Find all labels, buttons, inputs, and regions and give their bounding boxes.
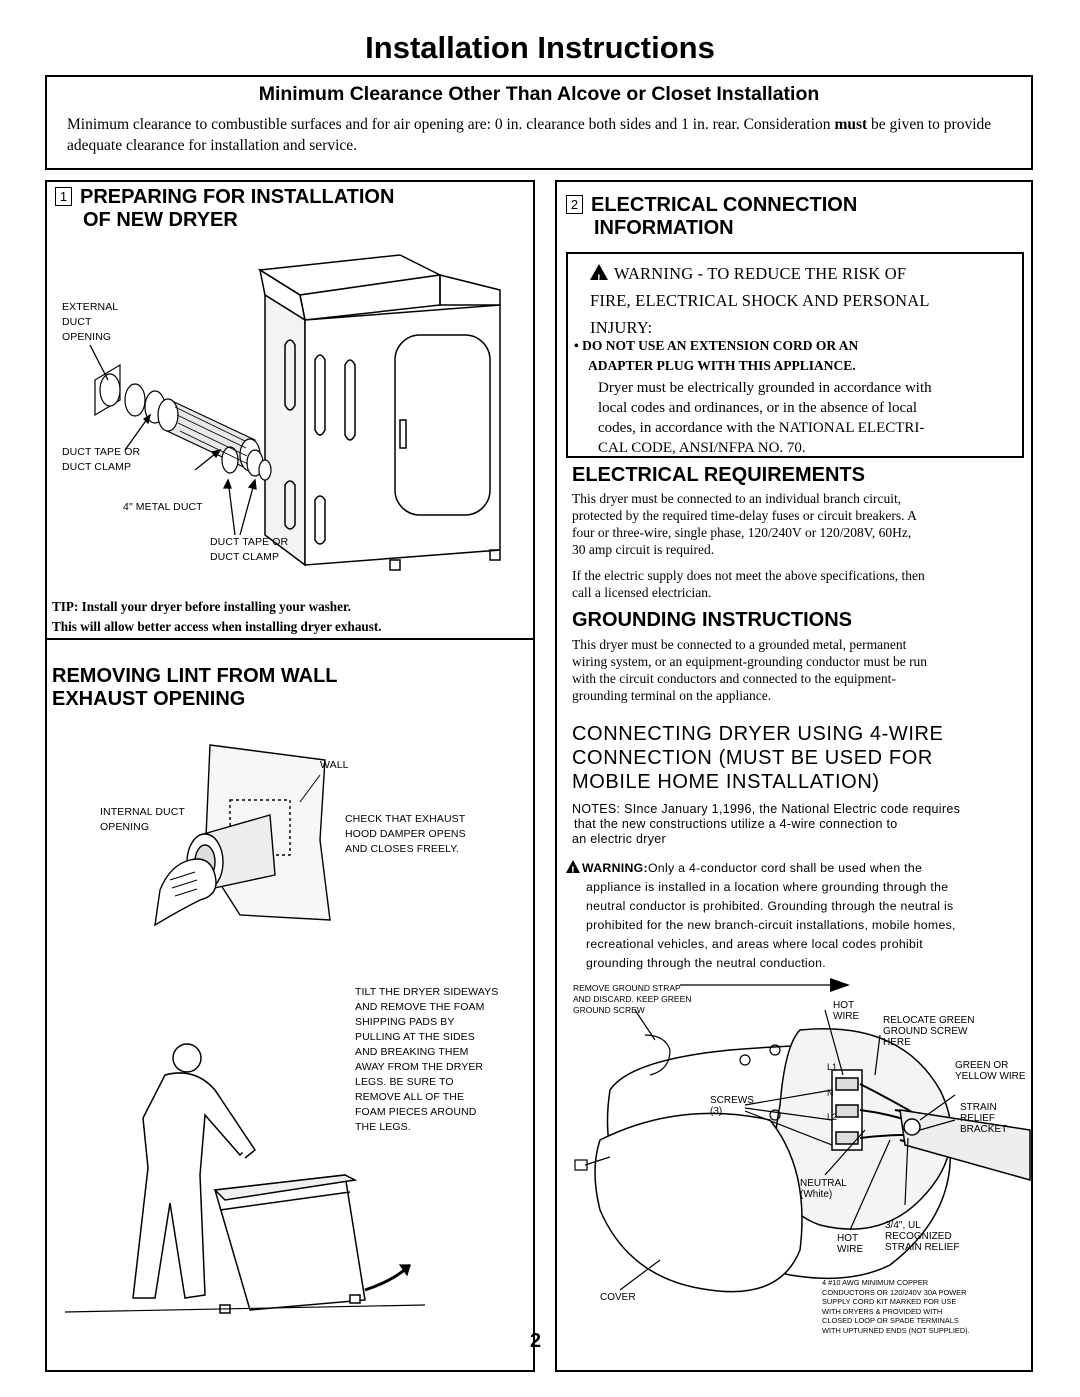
n-label: N [827, 1088, 834, 1098]
clearance-heading: Minimum Clearance Other Than Alcove or C… [258, 83, 820, 105]
lint-heading: REMOVING LINT FROM WALL EXHAUST OPENING [52, 665, 338, 710]
person-tilting-dryer-illustration [64, 1043, 426, 1314]
neutral-label: NEUTRAL(White) [800, 1178, 847, 1200]
warning-box: WARNING - TO REDUCE THE RISK OF FIRE, EL… [566, 252, 1024, 458]
page-number: 2 [530, 1330, 542, 1352]
left-divider [45, 638, 535, 640]
terminal-block-wiring-illustration [574, 978, 1031, 1293]
dryer-duct-illustration [89, 254, 501, 571]
grounding-para: This dryer must be connected to a ground… [572, 637, 928, 703]
electrical-requirements-heading: ELECTRICAL REQUIREMENTS [572, 464, 865, 486]
left-column-frame [45, 180, 535, 1372]
wall-label: WALL [320, 759, 349, 771]
l1-label: L1 [827, 1062, 838, 1072]
must-emphasis: must [834, 116, 868, 133]
right-column-frame [555, 180, 1033, 1372]
clearance-text: Minimum clearance to combustible surface… [67, 116, 992, 154]
section1-number: 1 [55, 187, 72, 206]
section2-number: 2 [566, 195, 583, 214]
electrical-requirements-para1: This dryer must be connected to an indiv… [572, 491, 917, 557]
electrical-requirements-para2: If the electric supply does not meet the… [572, 568, 925, 600]
page-title: Installation Instructions [365, 30, 715, 65]
screws-label: SCREWS(3) [710, 1095, 754, 1117]
warning-body: Dryer must be electrically grounded in a… [598, 380, 932, 456]
warning-bullet: • DO NOT USE AN EXTENSION CORD OR AN ADA… [574, 338, 859, 373]
four-wire-warning: WARNING:Only a 4-conductor cord shall be… [566, 859, 956, 973]
metal-duct-label: 4" METAL DUCT [123, 501, 203, 513]
warning-heading: WARNING - TO REDUCE THE RISK OF FIRE, EL… [590, 260, 930, 341]
tip-text: TIP: Install your dryer before installin… [52, 599, 382, 634]
warning-small-triangle-icon [566, 860, 580, 881]
clearance-box: Minimum Clearance Other Than Alcove or C… [45, 75, 1033, 170]
l2-label: L2 [827, 1112, 838, 1122]
cover-label: COVER [600, 1292, 636, 1303]
grounding-heading: GROUNDING INSTRUCTIONS [572, 609, 852, 631]
wall-exhaust-illustration [154, 744, 331, 927]
four-wire-notes: NOTES: SInce January 1,1996, the Nationa… [572, 802, 961, 846]
warning-triangle-icon [590, 264, 608, 293]
